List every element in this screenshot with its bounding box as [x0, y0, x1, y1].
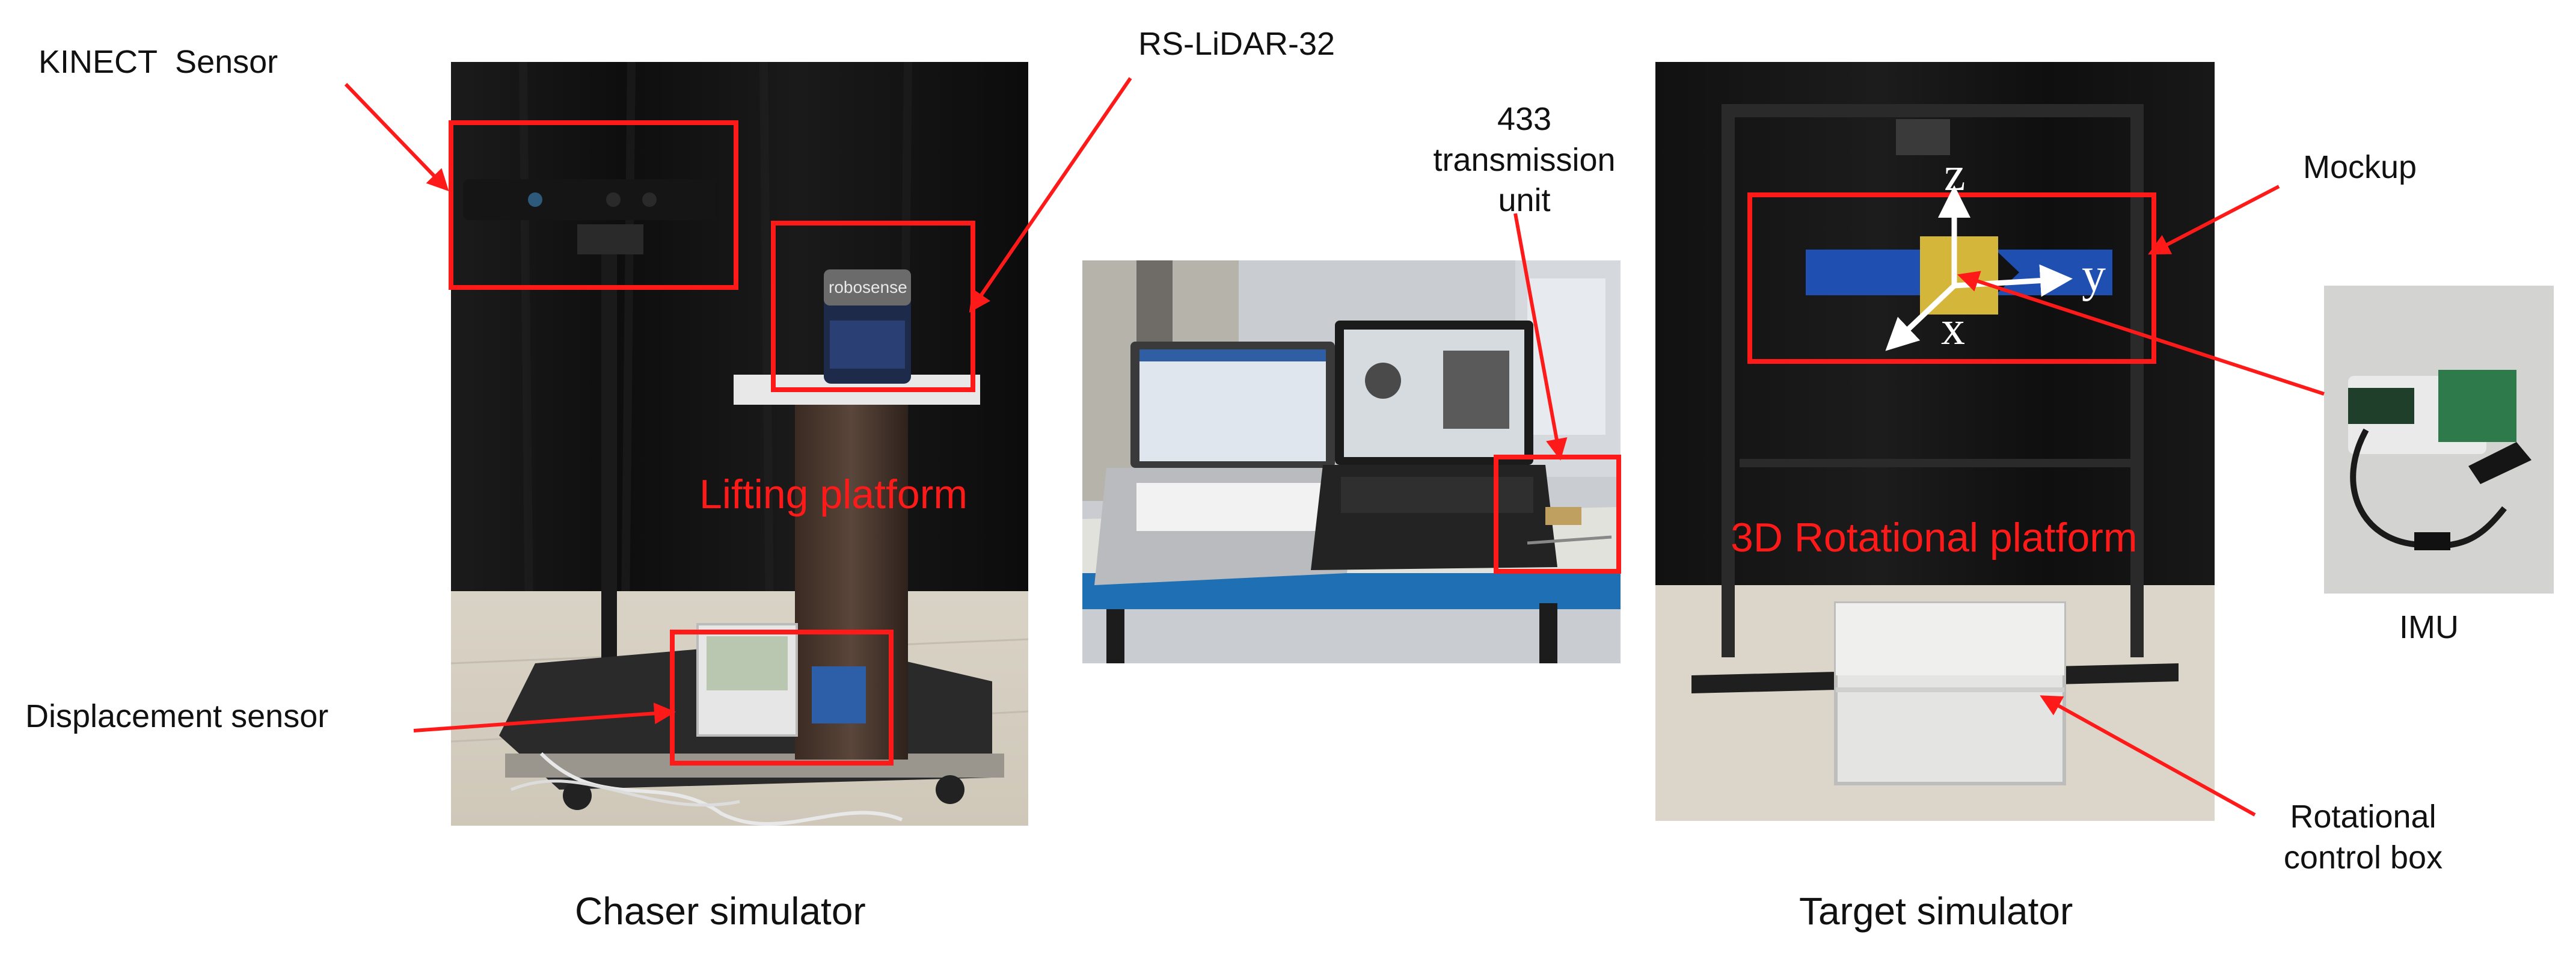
axis-z-label: z — [1944, 148, 1966, 201]
kinect-sensor-label: KINECT Sensor — [38, 44, 278, 80]
chaser-simulator-caption: Chaser simulator — [575, 889, 866, 933]
rotational-control-box-label: Rotational control box — [2283, 799, 2443, 876]
displacement-sensor-label: Displacement sensor — [25, 698, 329, 734]
imu-photo — [2324, 286, 2554, 594]
lidar-brand-text: robosense — [829, 278, 907, 296]
transmission-highlight-box — [1494, 455, 1621, 574]
axis-y-label: y — [2082, 249, 2106, 302]
axis-x-label: x — [1941, 302, 1965, 355]
lidar-highlight-box — [771, 221, 975, 392]
target-simulator-caption: Target simulator — [1799, 889, 2073, 933]
mockup-label: Mockup — [2303, 149, 2417, 185]
kinect-highlight-box — [449, 120, 738, 290]
displacement-highlight-box — [670, 630, 894, 766]
rotational-platform-label: 3D Rotational platform — [1731, 515, 2138, 560]
lifting-platform-label: Lifting platform — [699, 471, 968, 517]
rs-lidar-label: RS-LiDAR-32 — [1138, 26, 1336, 62]
imu-label: IMU — [2399, 609, 2459, 645]
target-simulator-photo — [1655, 62, 2215, 821]
transmission-unit-label: 433 transmission unit — [1433, 101, 1616, 218]
